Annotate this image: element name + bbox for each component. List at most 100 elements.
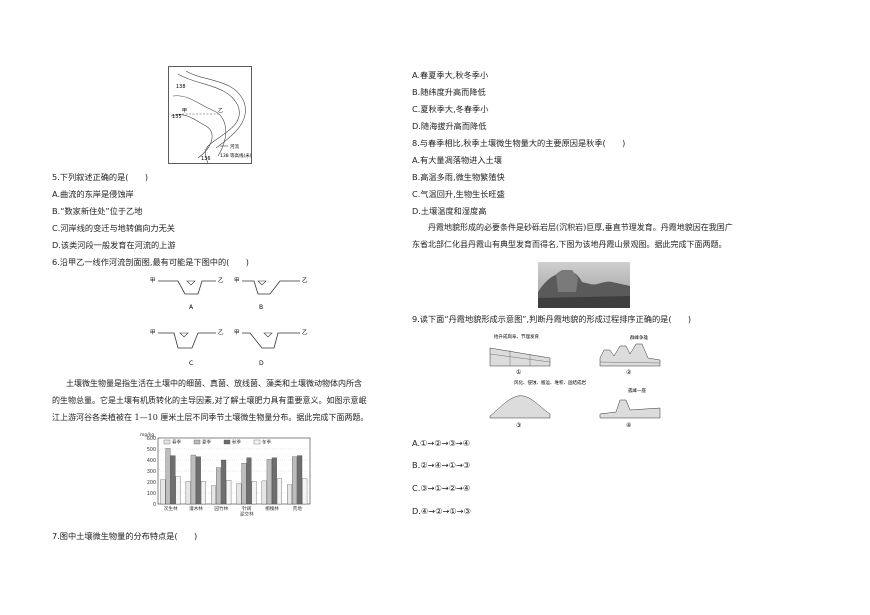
stage-4-label: 孤峰一座 xyxy=(628,387,646,394)
bar-0-1 xyxy=(165,448,171,505)
stage-1-number: ① xyxy=(516,369,521,376)
q5-option-c[interactable]: C.河岸线的变迁与地转偏向力无关 xyxy=(52,223,175,233)
danxia-formation-svg: 抬升成岗阜、节理发育 ① 群峰争雄 ② 风化、侵蚀、搬运、堆积、固结成岩 ③ 孤… xyxy=(489,333,661,429)
profile-c-jia: 甲 xyxy=(150,329,156,336)
q7-option-c[interactable]: C.夏秋季大,冬春季小 xyxy=(412,104,489,114)
legend-swatch-3 xyxy=(253,439,261,445)
stage-3-number: ③ xyxy=(516,422,521,428)
q7-option-b[interactable]: B.随纬度升高而降低 xyxy=(412,87,486,97)
bar-2-3 xyxy=(226,480,232,505)
bar-5-0 xyxy=(287,484,293,505)
y-axis-label: mg/kg xyxy=(140,432,154,438)
bar-2-2 xyxy=(221,459,227,505)
passage2-line-1: 丹霞地貌形成的必要条件是砂砾岩层(沉积岩)巨厚,垂直节理发育。丹霞地貌因在我国广 xyxy=(428,223,733,232)
q7-option-d[interactable]: D.随海拔升高而降低 xyxy=(412,121,487,131)
river-profile-figures: 甲 乙 A 甲 乙 B 甲 乙 C 甲 乙 D xyxy=(150,272,310,372)
contour-label: 135 xyxy=(172,114,182,120)
q8-stem: 8.与春季相比,秋季土壤微生物量大的主要原因是秋季( ) xyxy=(412,138,626,148)
q9-option-b[interactable]: B.②→④→①→③ xyxy=(412,460,471,470)
profile-a: 甲 乙 A xyxy=(150,277,224,311)
bar-3-3 xyxy=(251,481,257,505)
bar-4-1 xyxy=(266,459,272,505)
profile-c-yi: 乙 xyxy=(218,329,224,336)
x-tick-label: 灌木林 xyxy=(189,505,203,512)
danxia-landscape-photo xyxy=(538,262,630,308)
x-tick-label: 荒地 xyxy=(293,505,303,512)
bar-3-1 xyxy=(241,463,247,505)
legend-label-2: 秋季 xyxy=(232,439,241,446)
stage-4: 孤峰一座 ④ xyxy=(599,387,661,429)
stage-3-label: 风化、侵蚀、搬运、堆积、固结成岩 xyxy=(514,379,586,386)
meander-map-figure: 138 135 136 甲 乙 河流 138 等高线(米) xyxy=(168,66,252,164)
passage-line-1: 土壤微生物量是指生活在土壤中的细菌、真菌、放线菌、藻类和土壤微动物体内所含 xyxy=(66,379,362,388)
q8-option-c[interactable]: C.气温回升,生物生长旺盛 xyxy=(412,189,505,199)
x-tick-label: 针阔 xyxy=(242,505,252,512)
contour-label: 136 xyxy=(201,156,211,162)
stage-4-number: ④ xyxy=(626,422,631,428)
river-profiles-svg: 甲 乙 A 甲 乙 B 甲 乙 C 甲 乙 D xyxy=(150,277,308,367)
q5-option-b[interactable]: B.“数家新住处”位于乙地 xyxy=(52,206,143,216)
x-tick-label: 混交林 xyxy=(240,511,254,518)
bar-5-1 xyxy=(292,456,298,505)
legend-river: 河流 xyxy=(230,143,239,150)
q7-option-a[interactable]: A.春夏季大,秋冬季小 xyxy=(412,70,489,80)
q9-option-c[interactable]: C.③→①→②→④ xyxy=(412,483,471,493)
bar-3-0 xyxy=(236,483,242,505)
bar-1-2 xyxy=(195,456,201,505)
stage-1-label: 抬升成岗阜、节理发育 xyxy=(494,333,539,340)
x-tick-label: 次生林 xyxy=(164,505,178,512)
profile-d-yi: 乙 xyxy=(302,329,308,336)
q8-option-b[interactable]: B.高温多雨,微生物繁殖快 xyxy=(412,172,505,182)
stage-1: 抬升成岗阜、节理发育 ① xyxy=(489,333,551,376)
q8-option-d[interactable]: D.土壤温度和湿度高 xyxy=(412,206,487,216)
danxia-formation-diagram: 抬升成岗阜、节理发育 ① 群峰争雄 ② 风化、侵蚀、搬运、堆积、固结成岩 ③ 孤… xyxy=(480,328,680,429)
profile-b-label: B xyxy=(259,304,263,311)
profile-c: 甲 乙 C xyxy=(150,329,224,367)
q5-option-d[interactable]: D.该类河段一般发育在河流的上游 xyxy=(52,240,176,250)
bar-4-2 xyxy=(271,457,277,505)
y-tick-label: 100 xyxy=(147,491,156,497)
bar-2-0 xyxy=(211,485,217,505)
y-tick-label: 0 xyxy=(153,502,156,508)
q9-option-d[interactable]: D.④→②→①→③ xyxy=(412,506,471,516)
profile-d-jia: 甲 xyxy=(234,329,240,336)
passage2-line-2: 东省北部仁化县丹霞山有典型发育而得名,下图为该地丹霞山景观图。据此完成下面两题。 xyxy=(412,240,727,249)
profile-a-yi: 乙 xyxy=(218,277,224,284)
passage-line-2: 的生物总量。它是土壤有机质转化的主导因素,对了解土壤肥力具有重要意义。如图示意岷 xyxy=(52,396,367,405)
q8-option-a[interactable]: A.有大量凋落物进入土壤 xyxy=(412,155,502,165)
q9-option-a[interactable]: A.①→②→③→④ xyxy=(412,438,470,448)
legend-contour: 138 等高线(米) xyxy=(220,152,252,159)
point-label-jia: 甲 xyxy=(182,108,187,114)
bar-4-0 xyxy=(261,480,267,505)
profile-a-label: A xyxy=(189,304,194,311)
danxia-photo-svg xyxy=(538,262,630,308)
bar-2-1 xyxy=(216,467,222,505)
bar-0-2 xyxy=(170,455,176,505)
profile-b-jia: 甲 xyxy=(234,277,240,284)
q6-stem: 6.沿甲乙一线作河流剖面图,最有可能是下图中的( ) xyxy=(52,257,249,267)
y-tick-label: 400 xyxy=(147,458,156,464)
y-tick-label: 300 xyxy=(147,469,156,475)
q5-option-a[interactable]: A.曲流的东岸是侵蚀岸 xyxy=(52,189,134,199)
x-tick-label: 桐槐林 xyxy=(265,505,279,512)
bar-1-3 xyxy=(200,481,206,505)
soil-microbe-chart-svg: 0100200300400500600mg/kg春季夏季秋季冬季次生林灌木林园竹… xyxy=(140,432,311,518)
contour-label: 138 xyxy=(176,84,186,90)
legend-label-0: 春季 xyxy=(172,439,181,446)
legend-swatch-1 xyxy=(193,439,201,445)
stage-2-label: 群峰争雄 xyxy=(630,334,648,341)
y-tick-label: 600 xyxy=(147,436,156,442)
y-tick-label: 200 xyxy=(147,480,156,486)
stage-2: 群峰争雄 ② xyxy=(599,334,661,376)
legend-label-1: 夏季 xyxy=(202,439,211,446)
x-tick-label: 园竹林 xyxy=(214,505,228,512)
meander-map-svg: 138 135 136 甲 乙 河流 138 等高线(米) xyxy=(168,66,252,164)
q9-stem: 9.读下面“丹霞地貌形成示意图”,判断丹霞地貌的形成过程排序正确的是( ) xyxy=(412,314,692,324)
bar-0-0 xyxy=(160,479,166,505)
q5-stem: 5.下列叙述正确的是( ) xyxy=(52,172,149,182)
bar-4-3 xyxy=(276,478,282,505)
bar-3-2 xyxy=(246,457,252,505)
profile-a-jia: 甲 xyxy=(150,277,156,284)
bar-1-1 xyxy=(190,454,196,505)
